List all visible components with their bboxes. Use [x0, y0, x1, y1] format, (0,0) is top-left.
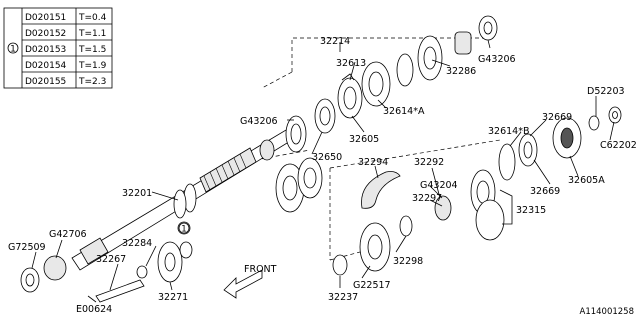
shim-part-4: D020154 — [25, 61, 67, 71]
label-g22517: G22517 — [353, 280, 391, 291]
lower-middle-parts — [332, 169, 505, 276]
shim-thickness-2: T=1.1 — [78, 29, 106, 39]
shim-callout-number: 1 — [10, 45, 16, 55]
double-gear — [275, 157, 323, 213]
label-g42706: G42706 — [49, 229, 87, 240]
label-g43204: G43204 — [420, 180, 458, 191]
label-32214: 32214 — [320, 36, 350, 47]
label-32286: 32286 — [446, 66, 476, 77]
part-labels: 32214 32613 32286 G43206 32614*A 32605 G… — [8, 36, 637, 315]
right-counter-assembly — [498, 106, 622, 181]
label-g72509: G72509 — [8, 242, 46, 253]
front-label: FRONT — [244, 264, 277, 275]
label-g43206-top: G43206 — [478, 54, 516, 65]
shim-thickness-3: T=1.5 — [78, 45, 106, 55]
label-d52203: D52203 — [587, 86, 625, 97]
leader-lines — [31, 39, 615, 303]
label-32298: 32298 — [393, 256, 423, 267]
shim-part-2: D020152 — [25, 29, 66, 39]
label-32201: 32201 — [122, 188, 152, 199]
label-32650: 32650 — [312, 152, 342, 163]
label-32614a: 32614*A — [383, 106, 425, 117]
shim-part-5: D020155 — [25, 77, 66, 87]
label-32613: 32613 — [336, 58, 366, 69]
label-e00624: E00624 — [76, 304, 112, 315]
left-bottom-parts — [20, 222, 193, 303]
shim-callout-circle — [7, 42, 19, 54]
label-32237: 32237 — [328, 292, 358, 303]
shim-part-1: D020151 — [25, 13, 66, 23]
label-32284: 32284 — [122, 238, 152, 249]
shim-part-3: D020153 — [25, 45, 66, 55]
shim-thickness-4: T=1.9 — [78, 61, 107, 71]
front-arrow: FRONT — [223, 264, 277, 299]
callout-mark-number: 1 — [181, 225, 186, 235]
label-32267: 32267 — [96, 254, 126, 265]
label-c62202: C62202 — [600, 140, 637, 151]
label-32292: 32292 — [414, 157, 444, 168]
shim-thickness-5: T=2.3 — [78, 77, 106, 87]
label-32614b: 32614*B — [488, 126, 530, 137]
shim-table: 1 D020151 T=0.4 D020152 T=1.1 D020153 T=… — [3, 7, 113, 89]
shim-callout-marker: 1 — [177, 221, 191, 235]
label-32669-bottom: 32669 — [530, 186, 560, 197]
label-32271: 32271 — [158, 292, 188, 303]
main-shaft — [71, 129, 293, 271]
label-32315: 32315 — [516, 205, 546, 216]
label-32669-top: 32669 — [542, 112, 572, 123]
figure-id: A114001258 — [580, 307, 635, 317]
label-32605a: 32605A — [568, 175, 605, 186]
label-32605: 32605 — [349, 134, 379, 145]
label-32294: 32294 — [358, 157, 388, 168]
label-g43206-left: G43206 — [240, 116, 278, 127]
label-32297: 32297 — [412, 193, 442, 204]
shim-thickness-1: T=0.4 — [78, 13, 107, 23]
upper-gear-assembly — [259, 15, 498, 161]
